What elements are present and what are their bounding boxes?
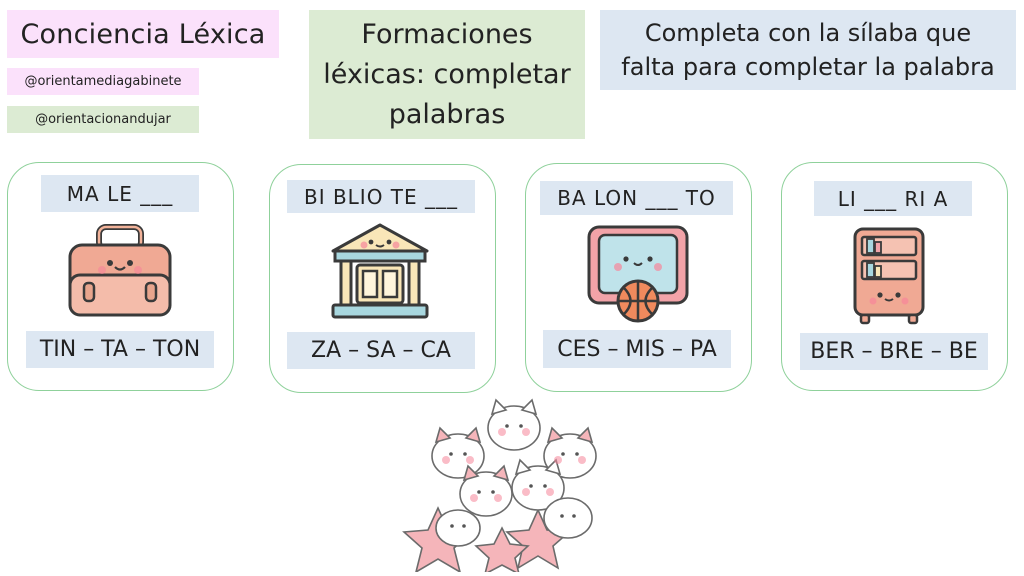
word-prompt: LI ___ RI A [814,181,972,216]
twitter-handle: @orientacionandujar [7,106,199,133]
instruction-line: Completa con la sílaba que [644,19,972,47]
syllable-options: ZA – SA – CA [287,332,475,369]
briefcase-icon [62,222,178,320]
word-prompt: MA LE ___ [41,175,199,212]
syllable-options: CES – MIS – PA [543,330,731,368]
subtitle-line: palabras [388,98,506,130]
syllable-options: BER – BRE – BE [800,333,988,370]
library-building-icon [326,220,434,322]
subtitle-line: léxicas: completar [323,58,571,90]
subtitle-line: Formaciones [361,18,533,50]
word-prompt: BI BLIO TE ___ [287,180,475,213]
basketball-hoop-icon [582,222,694,324]
cats-pile-icon [398,398,624,572]
activity-subtitle: Formaciones léxicas: completar palabras [309,10,585,139]
instruction-line: falta para completar la palabra [621,53,995,81]
syllable-options: TIN – TA – TON [26,331,214,368]
instagram-handle: @orientamediagabinete [7,68,199,95]
word-prompt: BA LON ___ TO [540,181,733,215]
bookshelf-icon [846,224,932,326]
instruction-box: Completa con la sílaba que falta para co… [600,10,1016,90]
page-title: Conciencia Léxica [7,10,279,58]
